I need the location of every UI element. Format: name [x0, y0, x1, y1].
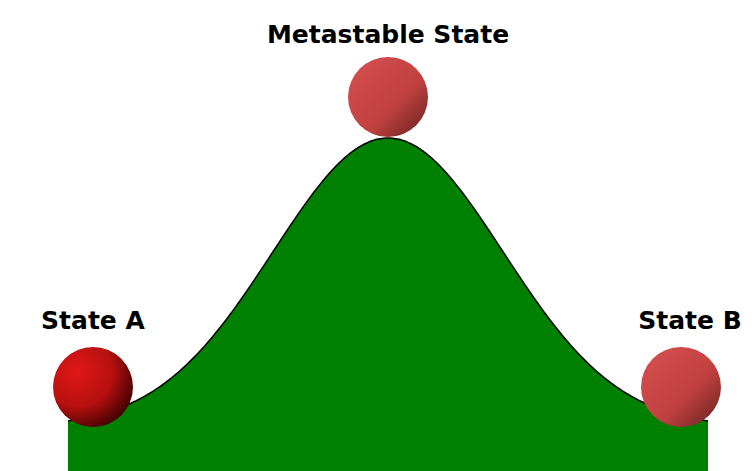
- ball-state-a: [53, 347, 133, 427]
- hill-outline: [68, 138, 708, 421]
- hill-shape: [68, 138, 708, 471]
- metastable-label: Metastable State: [267, 21, 509, 49]
- state-label: State B: [638, 307, 742, 335]
- ball-state-b: [641, 347, 721, 427]
- state-label: State A: [41, 307, 145, 335]
- ball-metastable: [348, 57, 428, 137]
